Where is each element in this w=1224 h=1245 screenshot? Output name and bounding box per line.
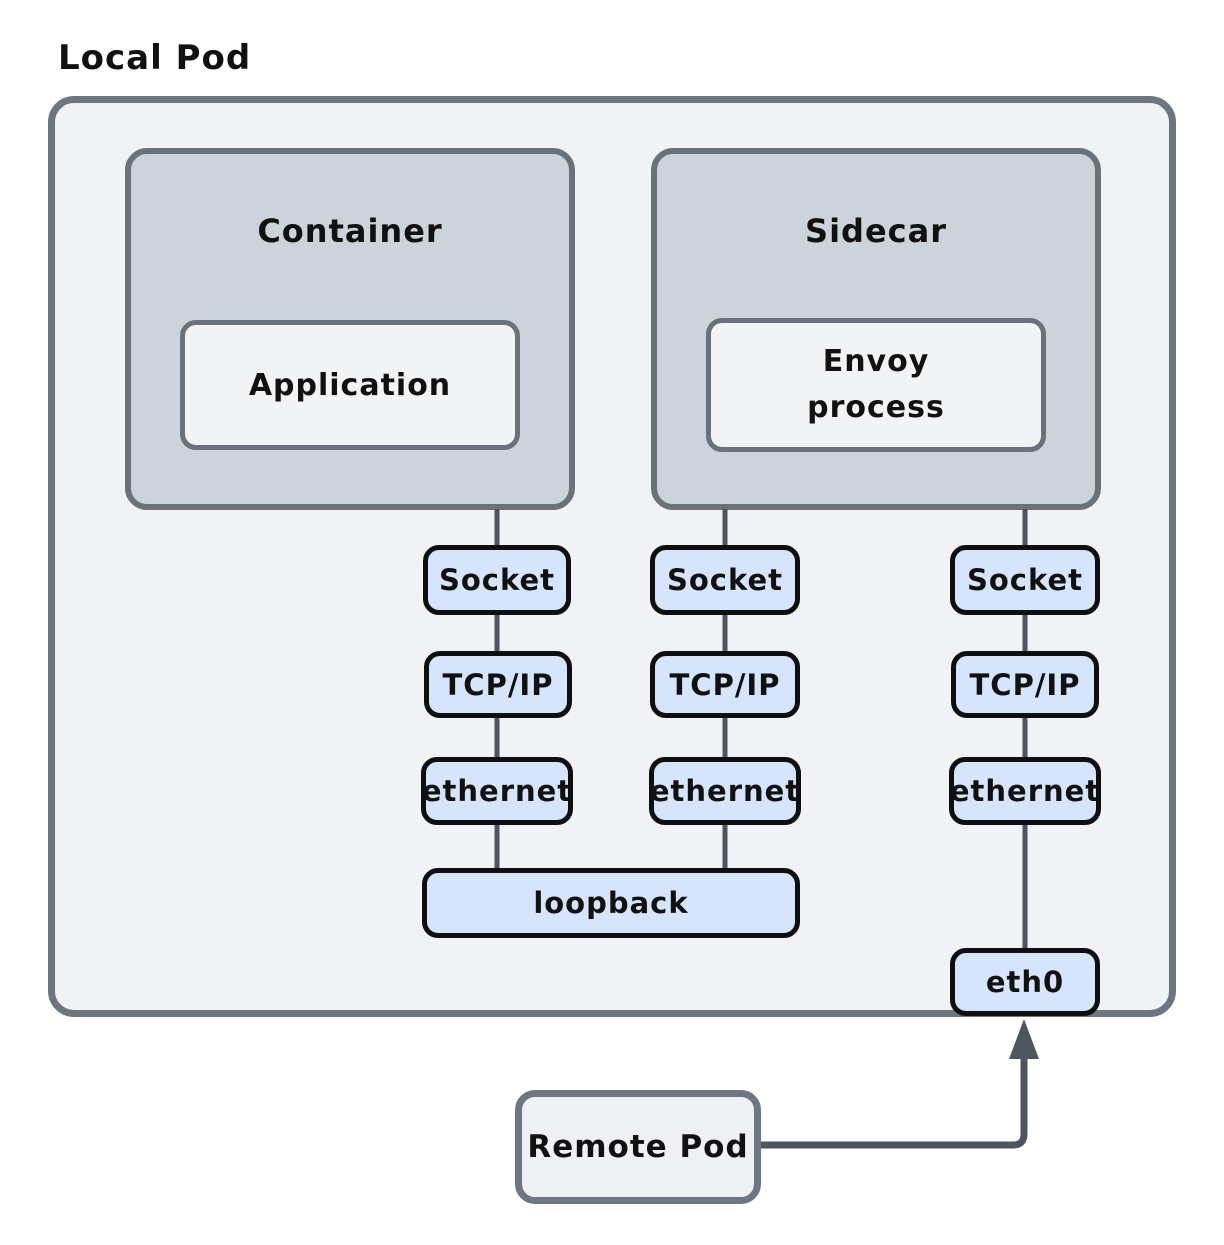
eth0-label: eth0	[985, 965, 1065, 999]
ethernet-label-3: ethernet	[949, 774, 1101, 808]
ethernet-node-2: ethernet	[649, 757, 801, 825]
application-box: Application	[180, 320, 520, 450]
container-label: Container	[257, 212, 443, 250]
socket-node-2: Socket	[650, 545, 800, 615]
tcpip-label-2: TCP/IP	[669, 667, 781, 702]
tcpip-node-2: TCP/IP	[650, 651, 800, 718]
eth0-node: eth0	[950, 948, 1100, 1016]
socket-label-1: Socket	[438, 563, 556, 597]
remote-pod-label: Remote Pod	[527, 1129, 749, 1165]
ethernet-node-1: ethernet	[421, 757, 573, 825]
local-pod-title: Local Pod	[58, 38, 252, 78]
envoy-label-line1: Envoy	[822, 343, 930, 379]
tcpip-label-3: TCP/IP	[969, 667, 1081, 702]
tcpip-node-1: TCP/IP	[424, 651, 572, 718]
socket-node-1: Socket	[423, 545, 571, 615]
socket-node-3: Socket	[950, 545, 1100, 615]
envoy-process-box: Envoy process	[706, 318, 1046, 452]
remote-pod-box: Remote Pod	[515, 1090, 761, 1204]
loopback-label: loopback	[533, 886, 689, 920]
tcpip-node-3: TCP/IP	[951, 651, 1099, 718]
ethernet-node-3: ethernet	[949, 757, 1101, 825]
sidecar-label: Sidecar	[805, 212, 947, 250]
arrow-head	[1009, 1019, 1039, 1059]
socket-label-2: Socket	[666, 563, 784, 597]
ethernet-label-2: ethernet	[649, 774, 801, 808]
application-label: Application	[248, 367, 452, 403]
loopback-node: loopback	[422, 868, 800, 938]
envoy-label-line2: process	[807, 390, 945, 425]
arrow-elbow-line	[761, 1056, 1028, 1149]
tcpip-label-1: TCP/IP	[442, 667, 554, 702]
socket-label-3: Socket	[966, 563, 1084, 597]
ethernet-label-1: ethernet	[421, 774, 573, 808]
